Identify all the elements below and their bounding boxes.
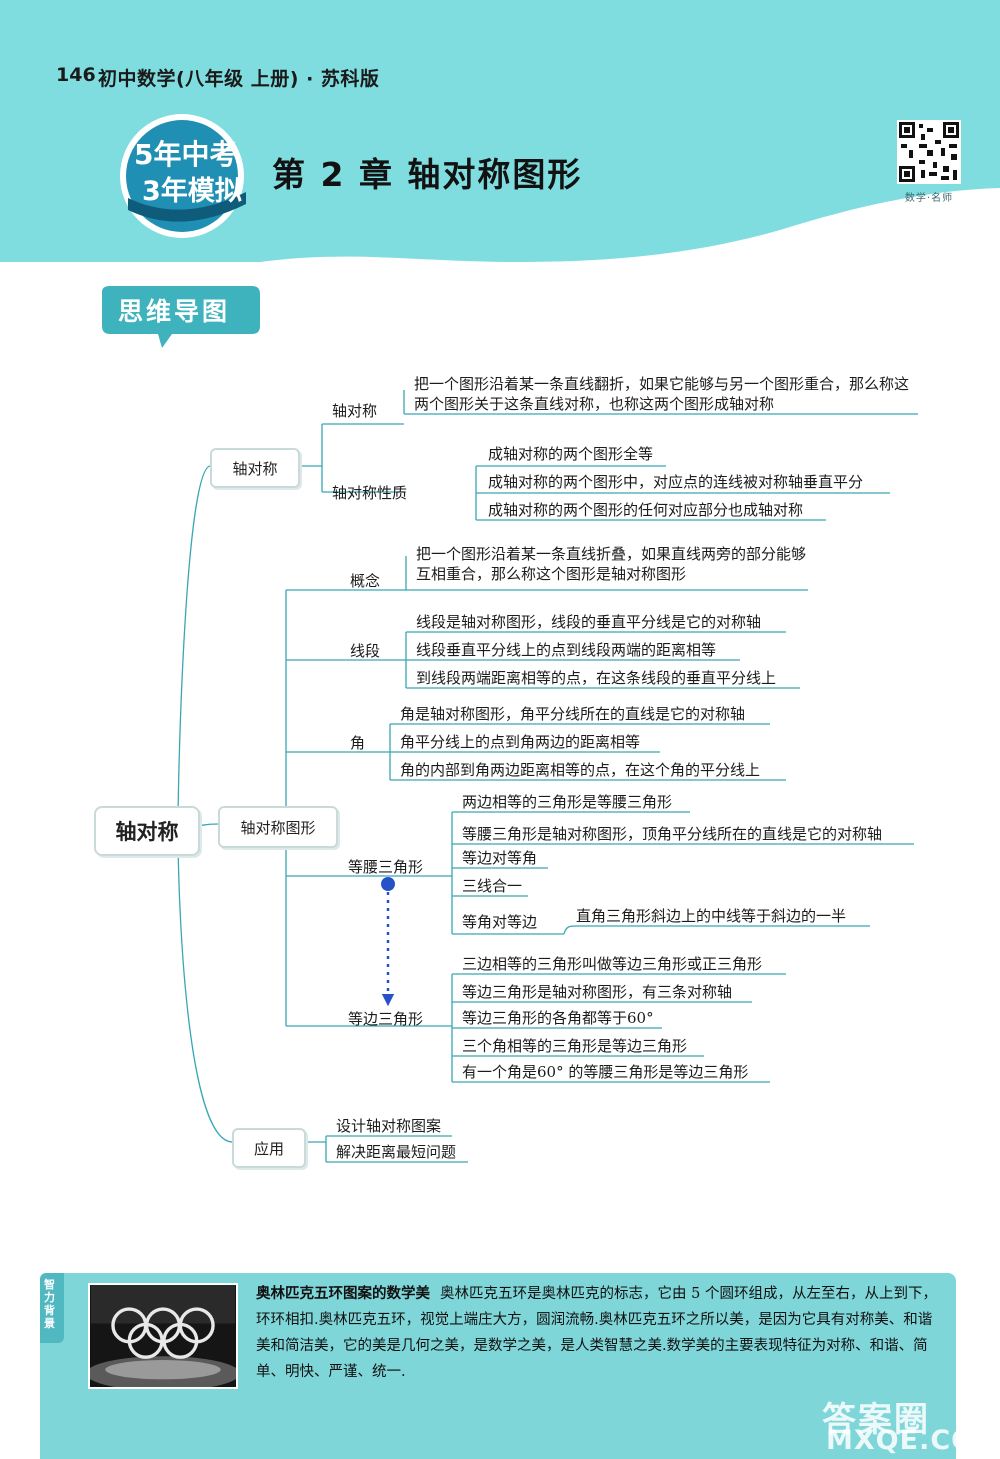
- equilateral-label: 等边三角形: [348, 1010, 424, 1028]
- concept-label: 概念: [350, 572, 381, 590]
- note-side-label: 智力背景: [44, 1278, 55, 1330]
- note-body: 奥林匹克五环是奥林匹克的标志，它由 5 个圆环组成，从左至右，从上到下，环环相扣…: [256, 1286, 937, 1380]
- equilateral-item-5: 有一个角是60° 的等腰三角形是等边三角形: [462, 1063, 749, 1081]
- qr-code-icon[interactable]: [897, 120, 961, 184]
- note-title: 奥林匹克五环图案的数学美: [256, 1286, 430, 1302]
- chapter-title: 第 2 章 轴对称图形: [272, 155, 583, 194]
- isosceles-item-3: 等边对等角: [462, 849, 538, 867]
- axis-property-3: 成轴对称的两个图形的任何对应部分也成轴对称: [488, 501, 804, 519]
- application-item-1: 设计轴对称图案: [336, 1117, 442, 1135]
- olympic-rings-photo: [88, 1283, 238, 1389]
- segment-item-3: 到线段两端距离相等的点，在这条线段的垂直平分线上: [416, 669, 777, 687]
- application-item-2: 解决距离最短问题: [336, 1143, 457, 1161]
- segment-item-2: 线段垂直平分线上的点到线段两端的距离相等: [416, 641, 717, 659]
- branch-symmetric-figure: 轴对称图形: [218, 806, 338, 848]
- equilateral-item-3: 等边三角形的各角都等于60°: [462, 1009, 654, 1027]
- note-side-tab: [40, 1273, 64, 1343]
- isosceles-label: 等腰三角形: [348, 858, 424, 876]
- isosceles-item-5: 等角对等边: [462, 913, 538, 931]
- section-tag: 思维导图: [118, 297, 231, 326]
- page-number: 146: [56, 64, 96, 86]
- axis-definition-label: 轴对称: [332, 402, 378, 420]
- segment-item-1: 线段是轴对称图形，线段的垂直平分线是它的对称轴: [416, 613, 762, 631]
- root-node: 轴对称: [94, 806, 200, 856]
- isosceles-item-2: 等腰三角形是轴对称图形，顶角平分线所在的直线是它的对称轴: [462, 825, 883, 843]
- header-background: [0, 0, 1000, 262]
- note-paragraph: 奥林匹克五环图案的数学美奥林匹克五环是奥林匹克的标志，它由 5 个圆环组成，从左…: [256, 1281, 942, 1385]
- axis-properties-label: 轴对称性质: [332, 484, 408, 502]
- equilateral-item-4: 三个角相等的三角形是等边三角形: [462, 1037, 688, 1055]
- mind-map-connectors: [177, 390, 918, 1163]
- concept-text: 把一个图形沿着某一条直线折叠，如果直线两旁的部分能够互相重合，那么称这个图形是轴…: [416, 545, 807, 583]
- watermark-en: MXQE.COM: [826, 1425, 1000, 1456]
- branch-axis-symmetry: 轴对称: [210, 448, 300, 488]
- mind-map: 轴对称 轴对称 轴对称图形 应用 轴对称 把一个图形沿着某一条直线翻折，如果它能…: [0, 360, 1000, 1190]
- isosceles-extra: 直角三角形斜边上的中线等于斜边的一半: [576, 907, 847, 925]
- watermark-cn: 答案圈: [822, 1400, 930, 1440]
- axis-definition-text: 把一个图形沿着某一条直线翻折，如果它能够与另一个图形重合，那么称这两个图形关于这…: [414, 375, 910, 413]
- segment-label: 线段: [350, 642, 381, 660]
- angle-item-1: 角是轴对称图形，角平分线所在的直线是它的对称轴: [400, 705, 746, 723]
- angle-label: 角: [350, 734, 366, 752]
- equilateral-item-2: 等边三角形是轴对称图形，有三条对称轴: [462, 983, 733, 1001]
- qr-caption: 数学·名师: [904, 193, 954, 204]
- brand-logo: 5年中考 3年模拟: [120, 114, 246, 238]
- branch-application: 应用: [232, 1128, 306, 1168]
- isosceles-item-4: 三线合一: [462, 877, 523, 895]
- axis-property-2: 成轴对称的两个图形中，对应点的连线被对称轴垂直平分: [488, 473, 864, 491]
- arrow-start-dot: [381, 877, 395, 891]
- axis-property-1: 成轴对称的两个图形全等: [488, 445, 654, 463]
- logo-line2: 3年模拟: [142, 175, 242, 207]
- logo-line1: 5年中考: [134, 138, 237, 171]
- angle-item-3: 角的内部到角两边距离相等的点，在这个角的平分线上: [400, 761, 761, 779]
- book-title: 初中数学(八年级 上册) · 苏科版: [98, 68, 380, 90]
- isosceles-item-1: 两边相等的三角形是等腰三角形: [462, 793, 673, 811]
- section-tag-background: [102, 286, 260, 348]
- angle-item-2: 角平分线上的点到角两边的距离相等: [400, 733, 641, 751]
- equilateral-item-1: 三边相等的三角形叫做等边三角形或正三角形: [462, 955, 763, 973]
